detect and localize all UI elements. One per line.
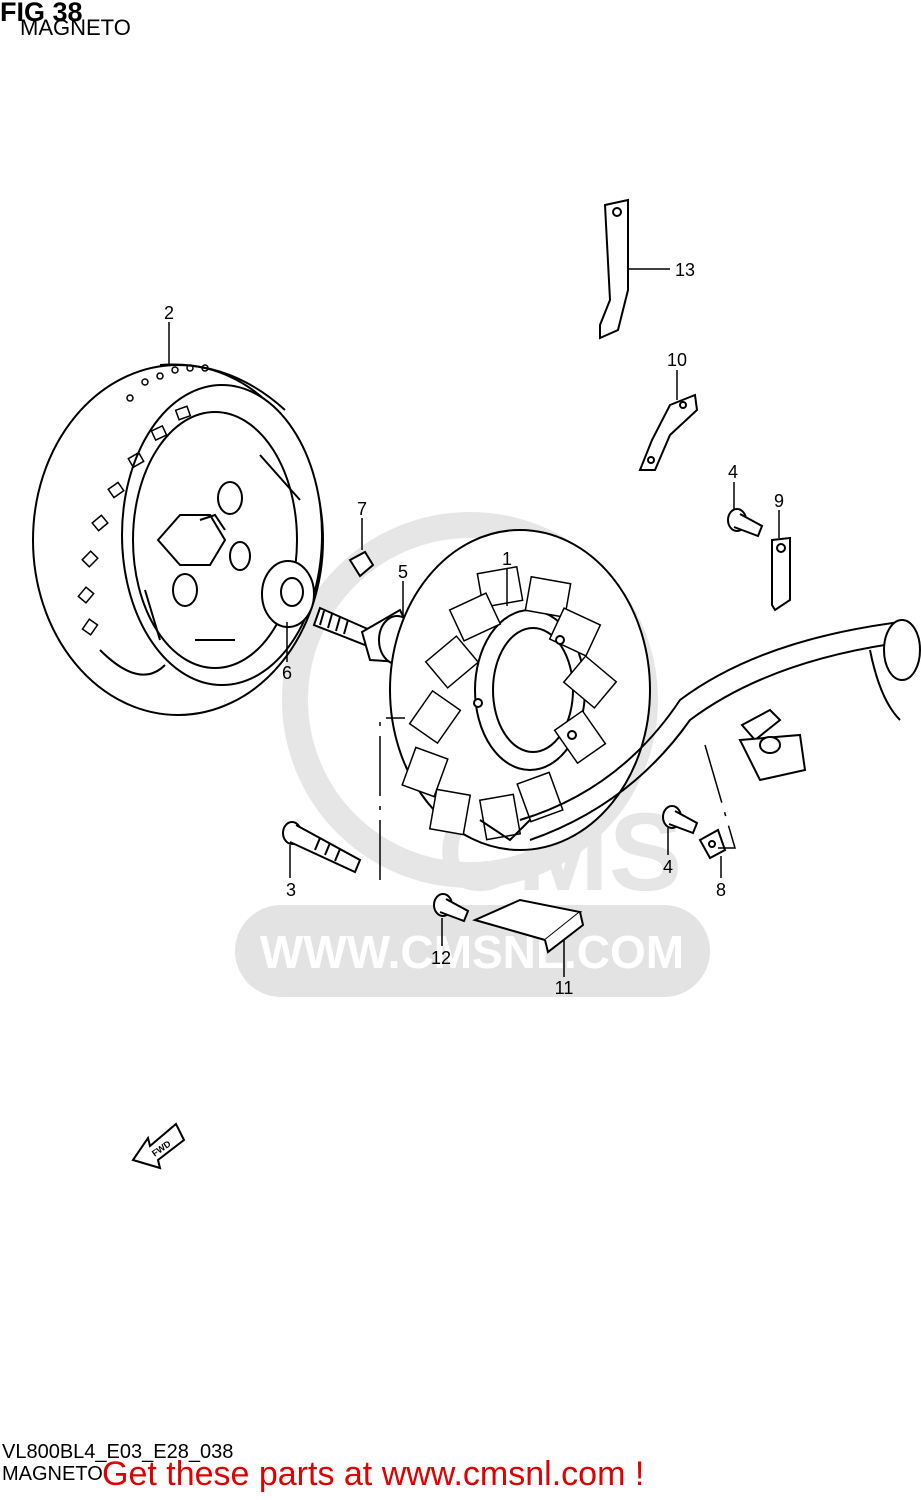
callout-4-lower: 4 (663, 857, 673, 877)
screw-lower (662, 805, 699, 835)
callout-7: 7 (357, 499, 367, 519)
cover (472, 898, 585, 954)
stator (389, 529, 651, 851)
callout-9: 9 (774, 491, 784, 511)
leader-lines (168, 268, 780, 977)
key (348, 550, 375, 578)
clamp-13 (599, 198, 629, 340)
callout-4-upper: 4 (728, 462, 738, 482)
assembly-lines (379, 717, 736, 880)
callout-5: 5 (398, 562, 408, 582)
clamp-9 (771, 536, 791, 612)
callout-2: 2 (164, 303, 174, 323)
bolt (282, 821, 362, 874)
fwd-arrow-icon: FWD (131, 1122, 186, 1170)
clamp-10 (638, 393, 699, 471)
callout-11: 11 (555, 978, 574, 998)
figure-subtitle: MAGNETO (20, 15, 131, 40)
pickup-sensor (738, 708, 807, 782)
footer-subtitle: MAGNETO (2, 1463, 103, 1485)
promo-link[interactable]: Get these parts at www.cmsnl.com ! (102, 1455, 645, 1493)
callout-6: 6 (282, 663, 292, 683)
callout-13: 13 (675, 260, 695, 280)
callout-1: 1 (502, 549, 512, 569)
callout-8: 8 (716, 880, 726, 900)
callout-10: 10 (667, 350, 687, 370)
screw-12 (433, 893, 470, 923)
clamp-8 (698, 828, 727, 860)
washer (261, 560, 315, 628)
screw-upper (727, 508, 764, 538)
wire-harness (479, 619, 921, 842)
callouts: 1 2 3 4 4 5 6 7 8 9 10 11 12 13 (164, 260, 784, 998)
figure-title: FIG 38 (0, 0, 83, 27)
rotor (32, 363, 324, 716)
callout-12: 12 (431, 948, 451, 968)
diagram-code: VL800BL4_E03_E28_038 (2, 1441, 234, 1463)
callout-3: 3 (286, 880, 296, 900)
watermark-url: WWW.CMSNL.COM (260, 926, 684, 978)
